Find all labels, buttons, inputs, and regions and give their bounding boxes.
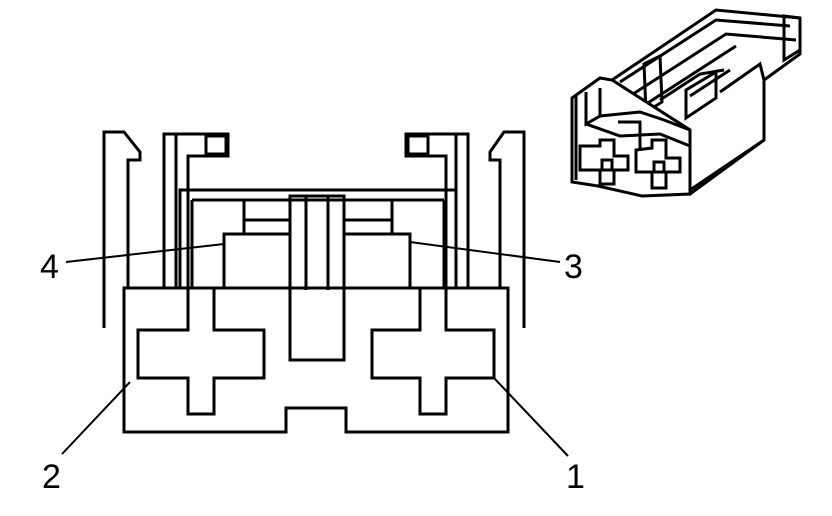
- upper-cavity-right: [342, 198, 394, 222]
- pin-label-2: 2: [42, 458, 61, 496]
- connector-body: [122, 286, 510, 434]
- cavity-pin-2: [136, 288, 266, 416]
- cavity-pin-1: [370, 288, 496, 416]
- pin-labels: 4 3 2 1: [40, 248, 585, 496]
- leader-line-3: [409, 241, 561, 263]
- left-outer-latch: [102, 130, 142, 328]
- leader-lines: [61, 241, 569, 457]
- leader-line-1: [493, 377, 569, 457]
- left-inner-latch: [162, 132, 230, 288]
- connector-face: [102, 130, 526, 434]
- pin-label-3: 3: [564, 248, 583, 286]
- leader-line-2: [61, 381, 131, 455]
- leader-line-4: [65, 243, 225, 263]
- terminal-block-3: [342, 232, 412, 290]
- right-outer-latch: [488, 130, 526, 328]
- connector-isometric-view: [570, 8, 802, 198]
- left-latch-tab: [204, 134, 228, 156]
- pin-label-1: 1: [566, 458, 585, 496]
- right-inner-latch: [404, 132, 470, 288]
- center-key: [288, 194, 346, 362]
- right-latch-tab: [406, 134, 430, 156]
- terminal-block-4: [222, 232, 292, 290]
- housing-top-rim: [178, 188, 458, 288]
- pin-label-4: 4: [40, 248, 59, 286]
- upper-cavity-left: [242, 198, 292, 222]
